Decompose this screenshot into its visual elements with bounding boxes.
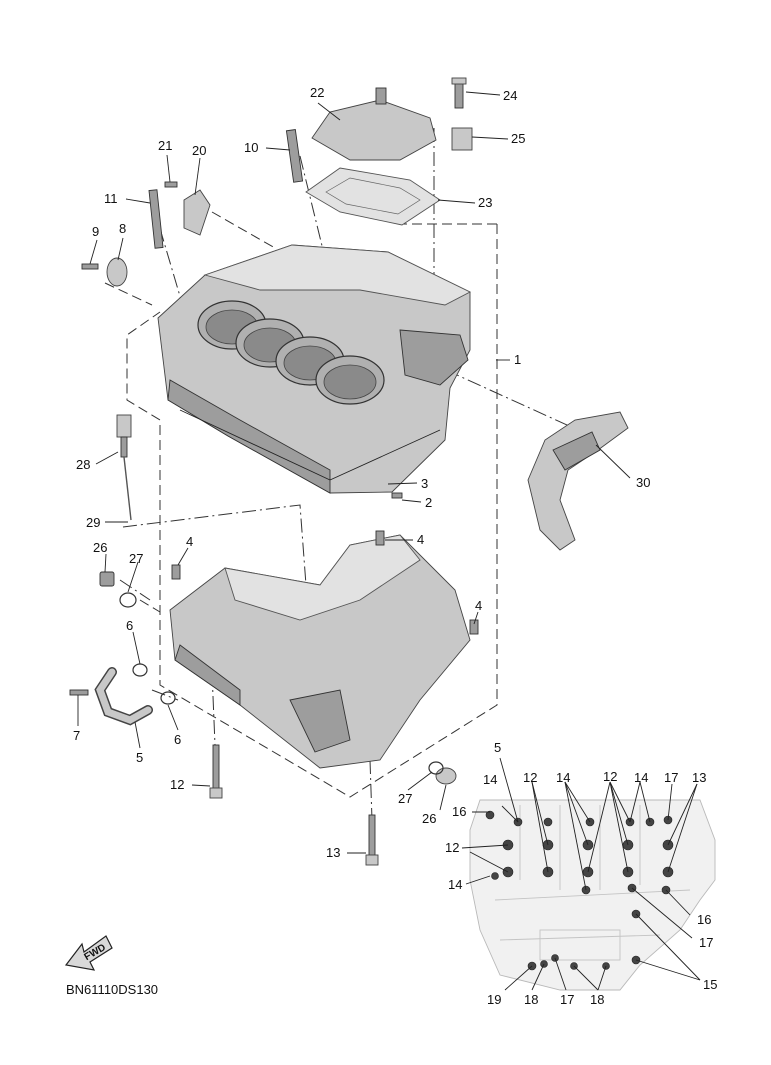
callout-26: 26 <box>422 811 436 826</box>
callout-30: 30 <box>636 475 650 490</box>
callout-12: 12 <box>445 840 459 855</box>
callout-7: 7 <box>73 728 80 743</box>
callout-26: 26 <box>93 540 107 555</box>
callout-19: 19 <box>487 992 501 1007</box>
callout-4: 4 <box>186 534 193 549</box>
callout-17: 17 <box>699 935 713 950</box>
callout-1: 1 <box>514 352 521 367</box>
callout-4: 4 <box>417 532 424 547</box>
callout-6: 6 <box>126 618 133 633</box>
callout-12: 12 <box>603 769 617 784</box>
callout-20: 20 <box>192 143 206 158</box>
callout-29: 29 <box>86 515 100 530</box>
bolt-13 <box>365 814 379 866</box>
bracket-25 <box>451 127 473 151</box>
lower-crankcase <box>169 534 471 769</box>
oil-separator-cover <box>311 87 437 161</box>
bolt-9 <box>81 263 99 270</box>
bolt-24 <box>451 77 467 109</box>
callout-17: 17 <box>560 992 574 1007</box>
callout-13: 13 <box>692 770 706 785</box>
oil-pipe-5 <box>94 667 153 726</box>
callout-labels: 1 2 3 4 4 4 5 5 6 6 7 8 9 10 11 12 12 12… <box>73 85 717 1007</box>
callout-16: 16 <box>697 912 711 927</box>
callout-5: 5 <box>494 740 501 755</box>
cylinder-bores <box>197 300 385 405</box>
callout-8: 8 <box>119 221 126 236</box>
callout-13: 13 <box>326 845 340 860</box>
washer-27 <box>119 592 444 775</box>
fwd-label: FWD <box>83 942 108 963</box>
callout-12: 12 <box>523 770 537 785</box>
callout-12: 12 <box>170 777 184 792</box>
callout-16: 16 <box>452 804 466 819</box>
callout-25: 25 <box>511 131 525 146</box>
cover-gasket <box>305 167 441 226</box>
upper-crankcase <box>157 244 472 494</box>
leader-lines <box>77 91 701 991</box>
callout-27: 27 <box>398 791 412 806</box>
callout-15: 15 <box>703 977 717 992</box>
callout-3: 3 <box>421 476 428 491</box>
dipstick-28 <box>116 414 132 521</box>
callout-14: 14 <box>556 770 570 785</box>
stud-10 <box>285 129 304 183</box>
callout-23: 23 <box>478 195 492 210</box>
dowel-2 <box>391 492 403 499</box>
callout-22: 22 <box>310 85 324 100</box>
bottom-view-inset <box>469 799 716 991</box>
callout-14: 14 <box>634 770 648 785</box>
callout-9: 9 <box>92 224 99 239</box>
callout-4: 4 <box>475 598 482 613</box>
callout-2: 2 <box>425 495 432 510</box>
callout-18: 18 <box>524 992 538 1007</box>
callout-11: 11 <box>104 191 118 206</box>
callout-24: 24 <box>503 88 517 103</box>
fwd-arrow-icon: FWD <box>64 935 113 971</box>
plug-8 <box>106 257 128 287</box>
plate-20 <box>183 189 211 236</box>
bolt-12 <box>209 744 223 799</box>
bolt-7 <box>69 689 89 696</box>
callout-14: 14 <box>448 877 462 892</box>
callout-5: 5 <box>136 750 143 765</box>
diagram-code: BN61110DS130 <box>66 982 158 997</box>
callout-17: 17 <box>664 770 678 785</box>
dowel-pins <box>171 530 479 635</box>
callout-6: 6 <box>174 732 181 747</box>
callout-10: 10 <box>244 140 258 155</box>
callout-21: 21 <box>158 138 172 153</box>
bolt-21 <box>164 181 178 188</box>
callout-28: 28 <box>76 457 90 472</box>
callout-14: 14 <box>483 772 497 787</box>
stud-11 <box>148 189 164 249</box>
engine-bracket-30 <box>527 411 629 551</box>
callout-27: 27 <box>129 551 143 566</box>
callout-18: 18 <box>590 992 604 1007</box>
o-rings-6 <box>132 663 176 705</box>
